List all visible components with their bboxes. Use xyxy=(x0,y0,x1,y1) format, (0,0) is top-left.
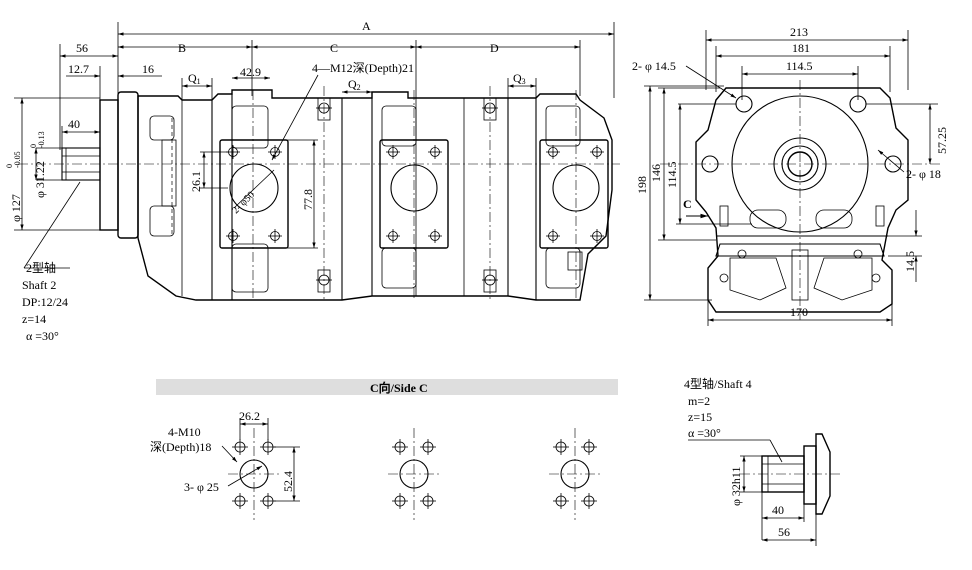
dim-170: 170 xyxy=(790,305,808,319)
side-body xyxy=(660,80,940,320)
svg-text:φ 31.22: φ 31.22 xyxy=(33,161,47,198)
dim-77-8: 77.8 xyxy=(301,189,315,210)
dim-Q3: Q xyxy=(513,71,522,85)
shaft-and-flange: 40 φ 127 0 -0.05 φ 31.22 0 -0.13 xyxy=(5,91,620,269)
svg-text:φ 127: φ 127 xyxy=(9,194,23,222)
dim-phi127: φ 127 xyxy=(9,194,23,222)
dim-3-phi25: 3- φ 25 xyxy=(184,480,219,494)
shaft4-line-3: z=15 xyxy=(688,410,712,424)
svg-text:0: 0 xyxy=(5,164,14,168)
shaft2-line-2: Shaft 2 xyxy=(22,278,56,292)
side-c-view: C向/Side C 26.2 52.4 4-M10 深(Depth)18 3- … xyxy=(150,379,618,520)
dim-40-shaft4: 40 xyxy=(772,503,784,517)
dim-26-1-77-8: 26.1 77.8 xyxy=(189,139,318,249)
dim-C: C xyxy=(330,41,338,55)
small-side-ports xyxy=(316,102,498,286)
thread-note-m10: 4-M10 xyxy=(168,425,201,439)
dim-phi31: φ 31.22 xyxy=(33,161,47,198)
side-left-dimensions: 198 146 114.5 C xyxy=(635,85,752,301)
shaft4-line-2: m=2 xyxy=(688,394,710,408)
svg-text:0: 0 xyxy=(29,144,38,148)
shaft2-specs: 2型轴 Shaft 2 DP:12/24 z=14 α =30° xyxy=(22,260,68,343)
dim-phi31-tol-top: 0 xyxy=(29,144,38,148)
dim-D: D xyxy=(490,41,499,55)
side-c-port-2 xyxy=(388,428,440,520)
dim-Q1: Q xyxy=(188,71,197,85)
arrow-c-label: C xyxy=(683,197,692,211)
dim-Q1-sub: 1 xyxy=(197,77,201,86)
port-section-2 xyxy=(379,139,449,249)
dim-114-5-left: 114.5 xyxy=(665,161,679,188)
dim-12-7: 12.7 xyxy=(68,62,89,76)
shaft4-line-4: α =30° xyxy=(688,426,721,440)
svg-text:-0.05: -0.05 xyxy=(13,151,22,168)
dim-phi127-tol-bot: -0.05 xyxy=(13,151,22,168)
front-view: A B C D 56 12.7 16 Q1 42.9 xyxy=(5,19,620,343)
dim-16: 16 xyxy=(142,62,154,76)
dim-52-4: 52.4 xyxy=(281,471,295,492)
side-right-dimensions: 57.25 2- φ 18 14.5 xyxy=(866,103,949,282)
dim-2-phi18: 2- φ 18 xyxy=(906,167,941,181)
side-c-title-band xyxy=(156,379,618,395)
dim-2-phi14-5: 2- φ 14.5 xyxy=(632,59,676,73)
front-top-dimensions: A B C D 56 12.7 16 Q1 42.9 xyxy=(59,19,615,161)
dim-14-5: 14.5 xyxy=(903,251,917,272)
dim-114-5-top: 114.5 xyxy=(786,59,813,73)
dim-42-9: 42.9 xyxy=(240,65,261,79)
dim-26-1: 26.1 xyxy=(189,171,203,192)
port-section-1: 2- φ50 xyxy=(219,139,289,249)
shaft2-line-5: α =30° xyxy=(26,329,59,343)
port-section-3 xyxy=(539,139,609,249)
dim-56-front: 56 xyxy=(76,41,88,55)
dim-40-front: 40 xyxy=(68,117,80,131)
dim-56-shaft4: 56 xyxy=(778,525,790,539)
shaft4-line-1: 4型轴/Shaft 4 xyxy=(684,376,752,391)
dim-Q2: Q xyxy=(348,77,357,91)
dim-phi31-tol-bot: -0.13 xyxy=(37,131,46,148)
dim-146: 146 xyxy=(649,164,663,182)
dim-Q3-sub: 3 xyxy=(522,77,526,86)
dim-198: 198 xyxy=(635,176,649,194)
dim-B: B xyxy=(178,41,186,55)
dim-57-25: 57.25 xyxy=(935,127,949,154)
side-top-dimensions: 213 181 114.5 2- φ 14.5 xyxy=(632,25,909,100)
side-view: 213 181 114.5 2- φ 14.5 xyxy=(632,25,949,326)
shaft4-view: 4型轴/Shaft 4 m=2 z=15 α =30° φ 32h11 40 5… xyxy=(684,376,840,546)
side-c-port-3 xyxy=(549,428,601,520)
shaft2-line-1: 2型轴 xyxy=(26,260,56,275)
svg-text:Q3: Q3 xyxy=(513,71,526,86)
thread-note-m12: 4—M12深(Depth)21 xyxy=(312,61,414,75)
svg-text:-0.13: -0.13 xyxy=(37,131,46,148)
dim-213: 213 xyxy=(790,25,808,39)
shaft2-line-4: z=14 xyxy=(22,312,46,326)
thread-note-depth: 深(Depth)18 xyxy=(150,440,211,454)
dim-phi32h11: φ 32h11 xyxy=(729,467,743,506)
dim-phi127-tol-top: 0 xyxy=(5,164,14,168)
side-c-title: C向/Side C xyxy=(370,380,428,395)
pump-body xyxy=(137,86,613,301)
side-c-port-1: 26.2 52.4 4-M10 深(Depth)18 3- φ 25 xyxy=(150,409,300,520)
dim-Q2-sub: 2 xyxy=(357,83,361,92)
dim-181: 181 xyxy=(792,41,810,55)
svg-text:Q1: Q1 xyxy=(188,71,201,86)
svg-text:Q2: Q2 xyxy=(348,77,361,92)
dim-26-2: 26.2 xyxy=(239,409,260,423)
side-bottom-dimension: 170 xyxy=(707,300,893,326)
shaft2-line-3: DP:12/24 xyxy=(22,295,68,309)
dim-A: A xyxy=(362,19,371,33)
